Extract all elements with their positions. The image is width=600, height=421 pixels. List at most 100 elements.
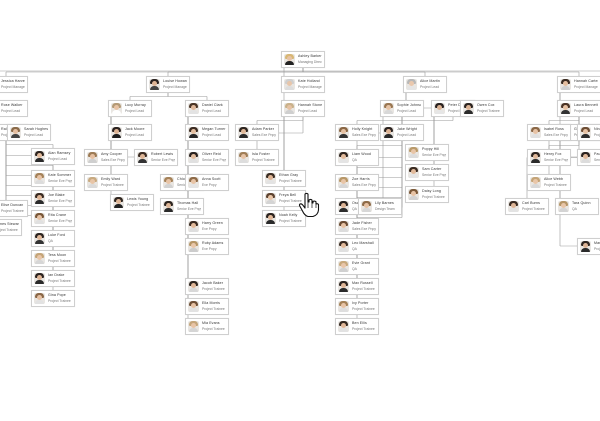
person-name: Zoe Harris	[352, 177, 370, 181]
person-name: James Stewart	[0, 222, 19, 226]
person-card[interactable]: James StewartProject Trainee	[0, 219, 22, 236]
avatar	[383, 127, 394, 138]
avatar	[188, 221, 199, 232]
person-title: Project Trainee	[0, 228, 18, 232]
person-name: Kate Holland	[298, 79, 320, 83]
person-name: Laura Bennett	[574, 103, 598, 107]
person-card[interactable]: Nina ShawProject Lead	[577, 124, 600, 141]
person-card[interactable]: Mark DoyleProject Trainee	[577, 238, 600, 255]
avatar	[463, 103, 474, 114]
person-title: Project Trainee	[48, 279, 71, 283]
avatar	[508, 201, 519, 212]
avatar	[34, 253, 45, 264]
person-title: Project Lead	[448, 109, 468, 113]
person-title: Project Trainee	[48, 259, 71, 263]
person-name: Jacob Baker	[202, 281, 224, 285]
avatar	[284, 103, 295, 114]
person-name: Emily Ward	[101, 177, 121, 181]
person-name: Alice Martin	[420, 79, 440, 83]
person-name: Luke Ford	[48, 233, 66, 237]
hand-cursor-icon	[298, 192, 320, 218]
avatar	[408, 167, 419, 178]
person-title: Project Lead	[202, 109, 222, 113]
person-title: Eve Pnpy	[202, 247, 217, 251]
person-title: QA	[352, 267, 357, 271]
person-card[interactable]: Sophie JohnsonProject Lead	[380, 100, 424, 117]
person-title: Project Trainee	[127, 203, 150, 207]
person-title: QA	[572, 207, 577, 211]
avatar	[34, 233, 45, 244]
person-name: Sarah Hughes	[24, 127, 48, 131]
person-title: Managing Director	[298, 60, 322, 64]
person-name: Owen Cox	[477, 103, 495, 107]
person-name: Evie Grant	[352, 261, 370, 265]
person-card[interactable]: Paul DeanSenior Eve Pnpy	[577, 149, 600, 166]
person-name: Peter Dawson	[448, 103, 472, 107]
person-name: Mia Evans	[202, 321, 220, 325]
person-title: Project Trainee	[544, 183, 567, 187]
person-name: Elise Duncan	[1, 203, 24, 207]
